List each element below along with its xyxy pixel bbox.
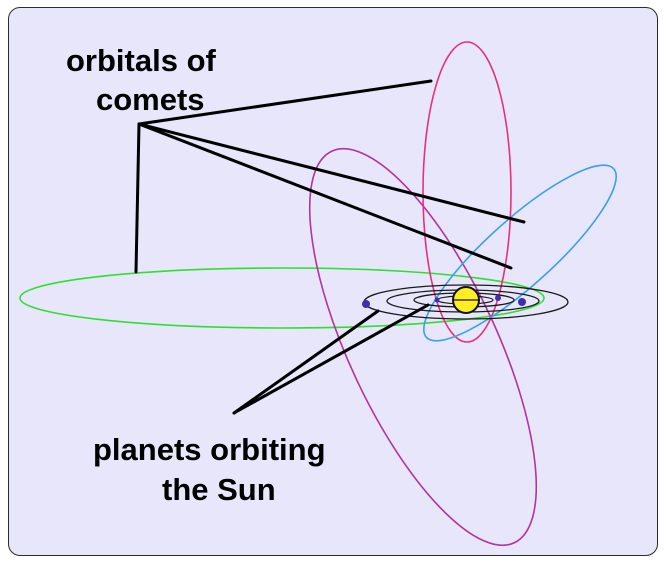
green-comet-orbit <box>19 267 545 329</box>
planet-icon <box>434 297 440 303</box>
planets-label-line2: the Sun <box>162 472 276 507</box>
planets-label-line1: planets orbiting <box>93 432 326 467</box>
blue-comet-orbit <box>422 164 618 342</box>
diagram-panel <box>8 7 658 556</box>
comets-label-line2: comets <box>96 82 205 117</box>
sun-icon <box>452 286 480 314</box>
planet-icon <box>518 298 526 306</box>
red-comet-orbit <box>422 41 512 343</box>
comets-label-line1: orbitals of <box>66 43 217 78</box>
purple-comet-orbit <box>308 147 538 547</box>
comets-pointer-lines <box>134 79 526 274</box>
planet-icon <box>362 300 370 308</box>
planets-pointer-lines <box>232 303 430 415</box>
planet-icon <box>495 295 501 301</box>
